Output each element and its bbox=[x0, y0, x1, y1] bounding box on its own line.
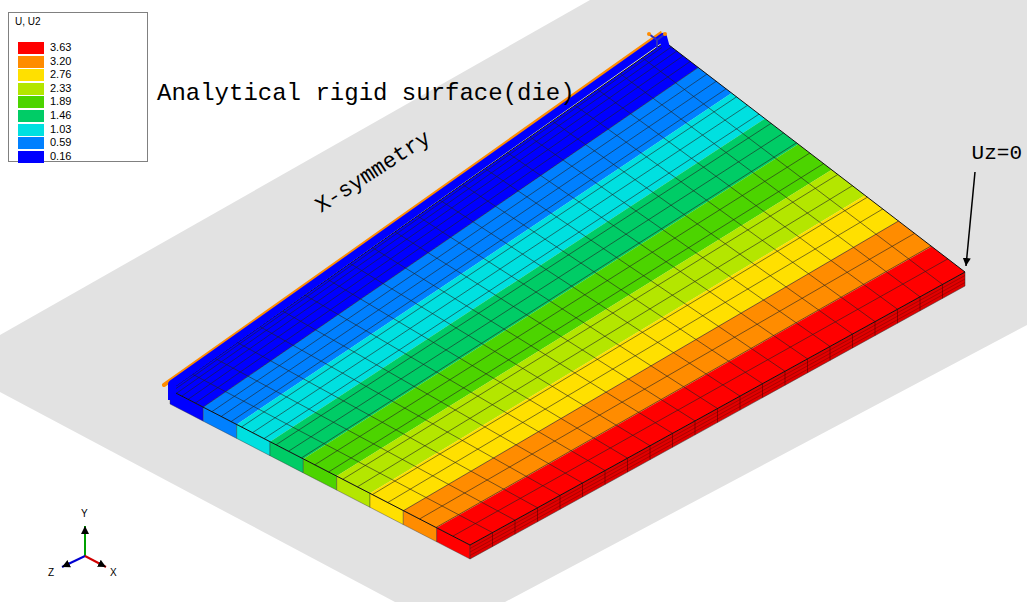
mesh-line bbox=[305, 295, 605, 470]
legend-value: 1.03 bbox=[50, 123, 71, 136]
mesh-line bbox=[238, 343, 538, 508]
legend-swatch bbox=[18, 83, 44, 95]
mesh-line bbox=[492, 533, 493, 547]
uz-arrow bbox=[966, 172, 975, 266]
mesh-line bbox=[530, 137, 830, 347]
mesh-line bbox=[350, 263, 650, 445]
legend-value: 0.16 bbox=[50, 150, 71, 163]
contour-band bbox=[403, 221, 931, 528]
mesh-line bbox=[582, 483, 583, 497]
mesh-line bbox=[598, 89, 898, 309]
axis-label: Z bbox=[48, 567, 54, 578]
axis-triad bbox=[62, 526, 106, 567]
mesh-line bbox=[508, 153, 808, 359]
mesh-line bbox=[920, 297, 921, 311]
mesh-line bbox=[343, 174, 838, 479]
mesh-line bbox=[373, 248, 673, 434]
mesh-line bbox=[537, 508, 538, 522]
mesh-line bbox=[264, 114, 759, 438]
die-label: Analytical rigid surface(die) bbox=[157, 80, 575, 107]
mesh-line bbox=[875, 322, 876, 336]
legend-value: 3.63 bbox=[50, 41, 71, 54]
mesh-line bbox=[852, 334, 853, 348]
legend-swatch bbox=[18, 124, 44, 136]
mesh-line bbox=[276, 123, 771, 444]
mesh-line bbox=[372, 197, 867, 494]
legend-value: 0.59 bbox=[50, 136, 71, 149]
mesh-line bbox=[807, 359, 808, 373]
mesh-line bbox=[260, 327, 560, 496]
mesh-line bbox=[418, 216, 718, 409]
mesh-line bbox=[575, 105, 875, 321]
boundary-label: Uz=0 bbox=[972, 142, 1022, 165]
plate-mesh bbox=[164, 34, 965, 559]
mesh-line bbox=[897, 309, 898, 323]
legend-title: U, U2 bbox=[15, 16, 41, 27]
legend-value: 2.76 bbox=[50, 68, 71, 81]
mesh-line bbox=[463, 184, 763, 383]
mesh-line bbox=[553, 121, 853, 334]
plate-outline bbox=[170, 42, 965, 545]
mesh-line bbox=[388, 209, 883, 503]
mesh-line bbox=[329, 164, 824, 472]
legend-swatch bbox=[18, 137, 44, 149]
legend-value: 1.89 bbox=[50, 95, 71, 108]
legend-value: 2.33 bbox=[50, 82, 71, 95]
mesh-line bbox=[672, 433, 673, 447]
mesh-line bbox=[605, 471, 606, 485]
legend-swatch bbox=[18, 110, 44, 122]
mesh-line bbox=[830, 346, 831, 360]
legend-value: 3.20 bbox=[50, 55, 71, 68]
mesh-line bbox=[620, 74, 920, 297]
mesh-line bbox=[515, 520, 516, 534]
reference-point-symbol bbox=[647, 32, 667, 48]
contour-band bbox=[437, 246, 965, 545]
legend-swatch bbox=[18, 56, 44, 68]
axis-label: X bbox=[110, 567, 117, 578]
mesh-line bbox=[485, 169, 785, 372]
mesh-line bbox=[717, 409, 718, 423]
mesh-line bbox=[740, 396, 741, 410]
mesh-line bbox=[283, 311, 583, 483]
mesh-line bbox=[193, 374, 493, 532]
mesh-line bbox=[762, 384, 763, 398]
mesh-line bbox=[560, 495, 561, 509]
mesh-line bbox=[215, 358, 515, 520]
mesh-line bbox=[650, 446, 651, 460]
mesh-line bbox=[242, 97, 737, 427]
legend-swatch bbox=[18, 42, 44, 54]
mesh-line bbox=[395, 232, 695, 421]
mesh-line bbox=[643, 58, 943, 285]
mesh-line bbox=[440, 200, 740, 396]
mesh-line bbox=[357, 186, 852, 487]
legend-swatch bbox=[18, 96, 44, 108]
legend-swatch bbox=[18, 69, 44, 81]
mesh-line bbox=[328, 279, 628, 458]
mesh-line bbox=[231, 89, 726, 422]
axis-label: Y bbox=[81, 508, 88, 519]
mesh-line bbox=[627, 458, 628, 472]
mesh-line bbox=[942, 284, 943, 298]
legend-value: 1.46 bbox=[50, 109, 71, 122]
mesh-line bbox=[695, 421, 696, 435]
mesh-line bbox=[785, 371, 786, 385]
legend-swatch bbox=[18, 151, 44, 163]
